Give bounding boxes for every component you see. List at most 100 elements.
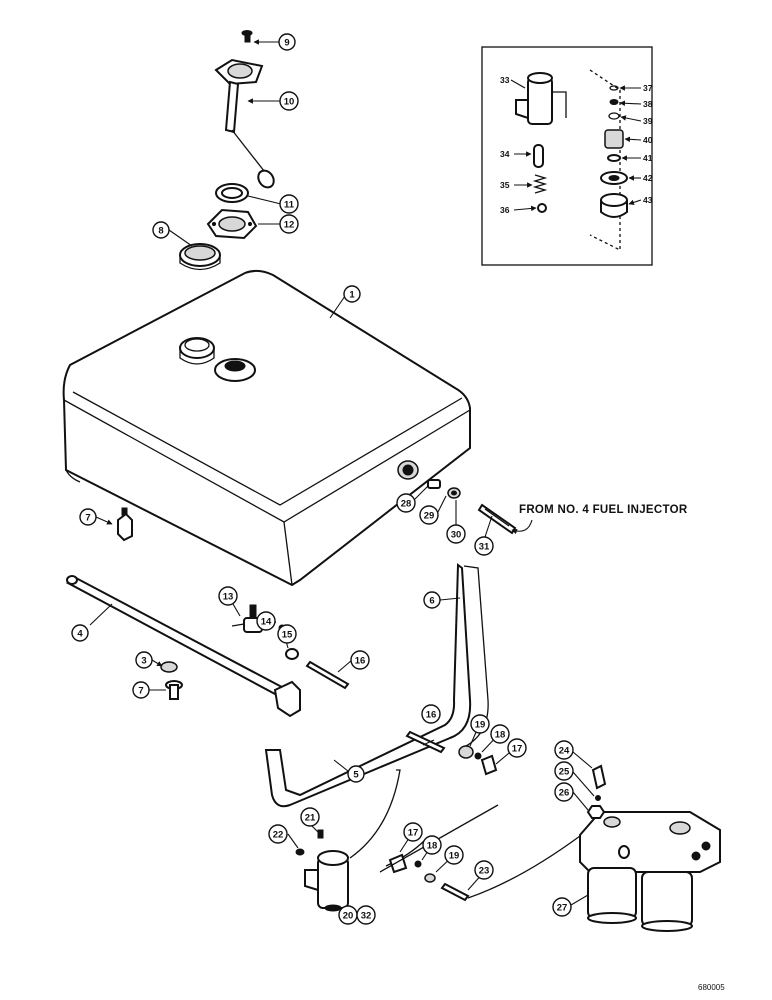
callout-11: 11 <box>279 194 299 214</box>
figure-id: 680005 <box>698 983 725 992</box>
callout-7-upper: 7 <box>79 508 97 526</box>
inset-label-43: 43 <box>643 195 653 205</box>
callout-17-upper: 17 <box>507 738 527 758</box>
svg-text:10: 10 <box>284 97 295 108</box>
callout-8: 8 <box>152 221 170 239</box>
inset-label-37: 37 <box>643 83 653 93</box>
svg-text:6: 6 <box>429 596 434 607</box>
svg-text:31: 31 <box>479 542 490 553</box>
svg-text:19: 19 <box>449 851 460 862</box>
callout-31: 31 <box>474 536 494 556</box>
callout-1: 1 <box>343 285 361 303</box>
injector-caption: FROM NO. 4 FUEL INJECTOR <box>519 504 688 516</box>
svg-text:29: 29 <box>424 511 435 522</box>
svg-text:30: 30 <box>451 530 462 541</box>
callout-7-lower: 7 <box>132 681 150 699</box>
callout-30: 30 <box>446 524 466 544</box>
callout-16-upper: 16 <box>350 650 370 670</box>
svg-text:13: 13 <box>223 592 234 603</box>
callout-24: 24 <box>554 740 574 760</box>
callout-28: 28 <box>396 493 416 513</box>
callout-21: 21 <box>300 807 320 827</box>
fuel-pump <box>304 850 349 912</box>
inset-detail <box>481 46 653 266</box>
gasket <box>215 183 249 203</box>
bolt <box>165 680 183 700</box>
callout-4: 4 <box>71 624 89 642</box>
svg-text:5: 5 <box>353 770 359 781</box>
svg-text:18: 18 <box>427 841 438 852</box>
inset-label-34: 34 <box>500 149 510 159</box>
svg-text:14: 14 <box>261 617 272 628</box>
svg-text:16: 16 <box>426 710 437 721</box>
callout-26: 26 <box>554 782 574 802</box>
svg-text:9: 9 <box>284 38 289 49</box>
svg-text:27: 27 <box>557 903 568 914</box>
callout-12: 12 <box>279 214 299 234</box>
callout-22: 22 <box>268 824 288 844</box>
svg-text:8: 8 <box>158 226 163 237</box>
callout-14: 14 <box>256 611 276 631</box>
svg-text:7: 7 <box>138 686 143 697</box>
svg-text:23: 23 <box>479 866 490 877</box>
callout-27: 27 <box>552 897 572 917</box>
inset-label-38: 38 <box>643 99 653 109</box>
callout-19-lower: 19 <box>444 845 464 865</box>
inset-label-41: 41 <box>643 153 653 163</box>
callout-18-upper: 18 <box>490 724 510 744</box>
svg-text:24: 24 <box>559 746 570 757</box>
inset-label-40: 40 <box>643 135 653 145</box>
svg-text:4: 4 <box>77 629 83 640</box>
leader-lines <box>89 39 642 906</box>
drain-fitting <box>117 507 133 542</box>
callout-5: 5 <box>347 765 365 783</box>
tank-strap <box>264 563 489 808</box>
svg-text:21: 21 <box>305 813 316 824</box>
callout-17-lower: 17 <box>403 822 423 842</box>
callout-3: 3 <box>135 651 153 669</box>
fuel-filter-assembly <box>579 811 721 932</box>
svg-text:20: 20 <box>343 911 354 922</box>
svg-text:32: 32 <box>361 911 372 922</box>
svg-text:11: 11 <box>284 200 295 211</box>
svg-text:26: 26 <box>559 788 570 799</box>
inset-label-33: 33 <box>500 75 510 85</box>
callout-23: 23 <box>474 860 494 880</box>
callout-15: 15 <box>277 624 297 644</box>
inset-label-36: 36 <box>500 205 510 215</box>
svg-text:18: 18 <box>495 730 506 741</box>
svg-text:1: 1 <box>349 290 355 301</box>
callout-19-upper: 19 <box>470 714 490 734</box>
svg-text:3: 3 <box>141 656 146 667</box>
callout-20: 20 <box>338 905 358 925</box>
callout-9: 9 <box>278 33 296 51</box>
svg-text:19: 19 <box>475 720 486 731</box>
callout-29: 29 <box>419 505 439 525</box>
svg-text:28: 28 <box>401 499 412 510</box>
svg-text:7: 7 <box>85 513 90 524</box>
inset-label-42: 42 <box>643 173 653 183</box>
callout-6: 6 <box>423 591 441 609</box>
sender-flange <box>206 208 258 240</box>
svg-text:15: 15 <box>282 630 293 641</box>
callout-16-lower: 16 <box>421 704 441 724</box>
inset-label-39: 39 <box>643 116 653 126</box>
callout-25: 25 <box>554 761 574 781</box>
callout-18-lower: 18 <box>422 835 442 855</box>
svg-text:25: 25 <box>559 767 570 778</box>
callout-32: 32 <box>356 905 376 925</box>
filler-cap <box>179 243 221 271</box>
fuel-gauge-sender <box>214 30 275 189</box>
svg-text:16: 16 <box>355 656 366 667</box>
fuel-tank <box>62 269 471 587</box>
svg-text:12: 12 <box>284 220 295 231</box>
svg-text:22: 22 <box>273 830 284 841</box>
callout-10: 10 <box>279 91 299 111</box>
inset-label-35: 35 <box>500 180 510 190</box>
callout-13: 13 <box>218 586 238 606</box>
support-bar <box>66 575 301 718</box>
svg-text:17: 17 <box>512 744 523 755</box>
svg-text:17: 17 <box>408 828 419 839</box>
